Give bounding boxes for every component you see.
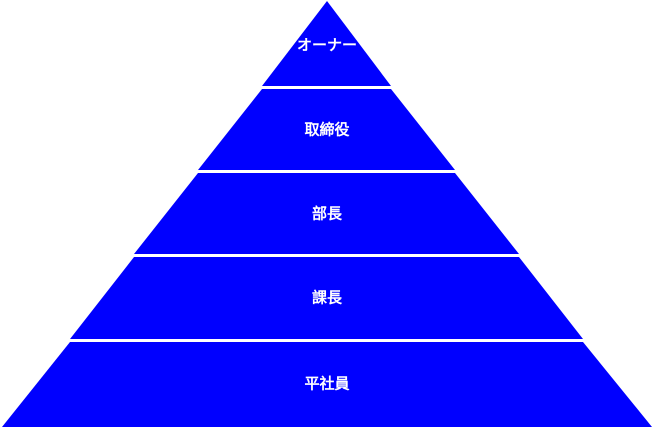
tier-department-manager-shape bbox=[134, 173, 519, 254]
tier-section-manager-shape bbox=[70, 257, 583, 339]
tier-director-label: 取締役 bbox=[304, 121, 349, 139]
tier-staff-label: 平社員 bbox=[304, 375, 349, 393]
tier-section-manager-label: 課長 bbox=[312, 289, 343, 307]
tier-owner-label: オーナー bbox=[297, 36, 357, 54]
tier-director: 取締役 bbox=[198, 89, 455, 170]
tier-owner-shape bbox=[262, 1, 391, 86]
tier-section-manager: 課長 bbox=[70, 257, 583, 339]
tier-staff-shape bbox=[2, 342, 652, 427]
tier-department-manager-label: 部長 bbox=[312, 205, 343, 223]
tier-director-shape bbox=[198, 89, 455, 170]
tier-owner: オーナー bbox=[262, 1, 391, 86]
tier-department-manager: 部長 bbox=[134, 173, 519, 254]
tier-staff: 平社員 bbox=[2, 342, 652, 427]
